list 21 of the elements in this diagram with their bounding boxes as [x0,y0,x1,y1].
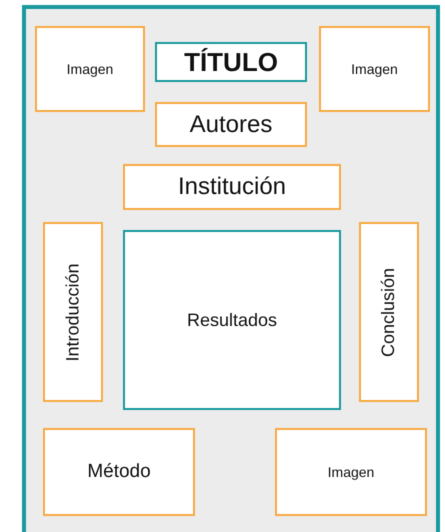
section-box [275,428,427,516]
vertical-heading: Introducción [62,262,84,362]
section-box [43,222,103,402]
section-box [43,428,195,516]
heading: TÍTULO [184,46,278,78]
heading: Resultados [186,310,278,330]
section-box [319,26,430,112]
heading: Autores [190,110,272,138]
heading: Imagen [351,61,398,77]
poster-frame [22,5,440,532]
section-box [123,230,341,410]
heading: Método [87,461,151,483]
heading: Imagen [66,61,114,77]
section-box [35,26,145,112]
heading: Imagen [328,464,374,480]
section-box [155,102,307,147]
vertical-heading: Conclusión [378,267,400,357]
section-box [359,222,419,402]
section-box [155,42,307,82]
heading: Institución [178,173,286,201]
section-box [123,164,341,210]
